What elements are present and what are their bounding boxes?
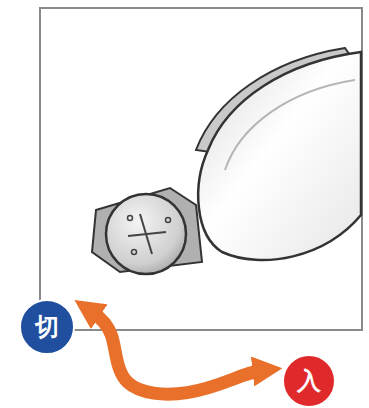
rotation-arrow — [87, 308, 268, 394]
door-dots — [128, 216, 171, 255]
off-button: 切 — [19, 299, 75, 355]
state-label: 入 — [297, 369, 321, 393]
state-label: 切 — [35, 315, 59, 339]
shell-highlight — [225, 80, 355, 170]
battery-door — [106, 194, 186, 274]
on-button: 入 — [282, 354, 336, 408]
door-marking — [128, 214, 166, 254]
hearing-aid-shell — [198, 52, 361, 260]
frame — [40, 8, 362, 330]
